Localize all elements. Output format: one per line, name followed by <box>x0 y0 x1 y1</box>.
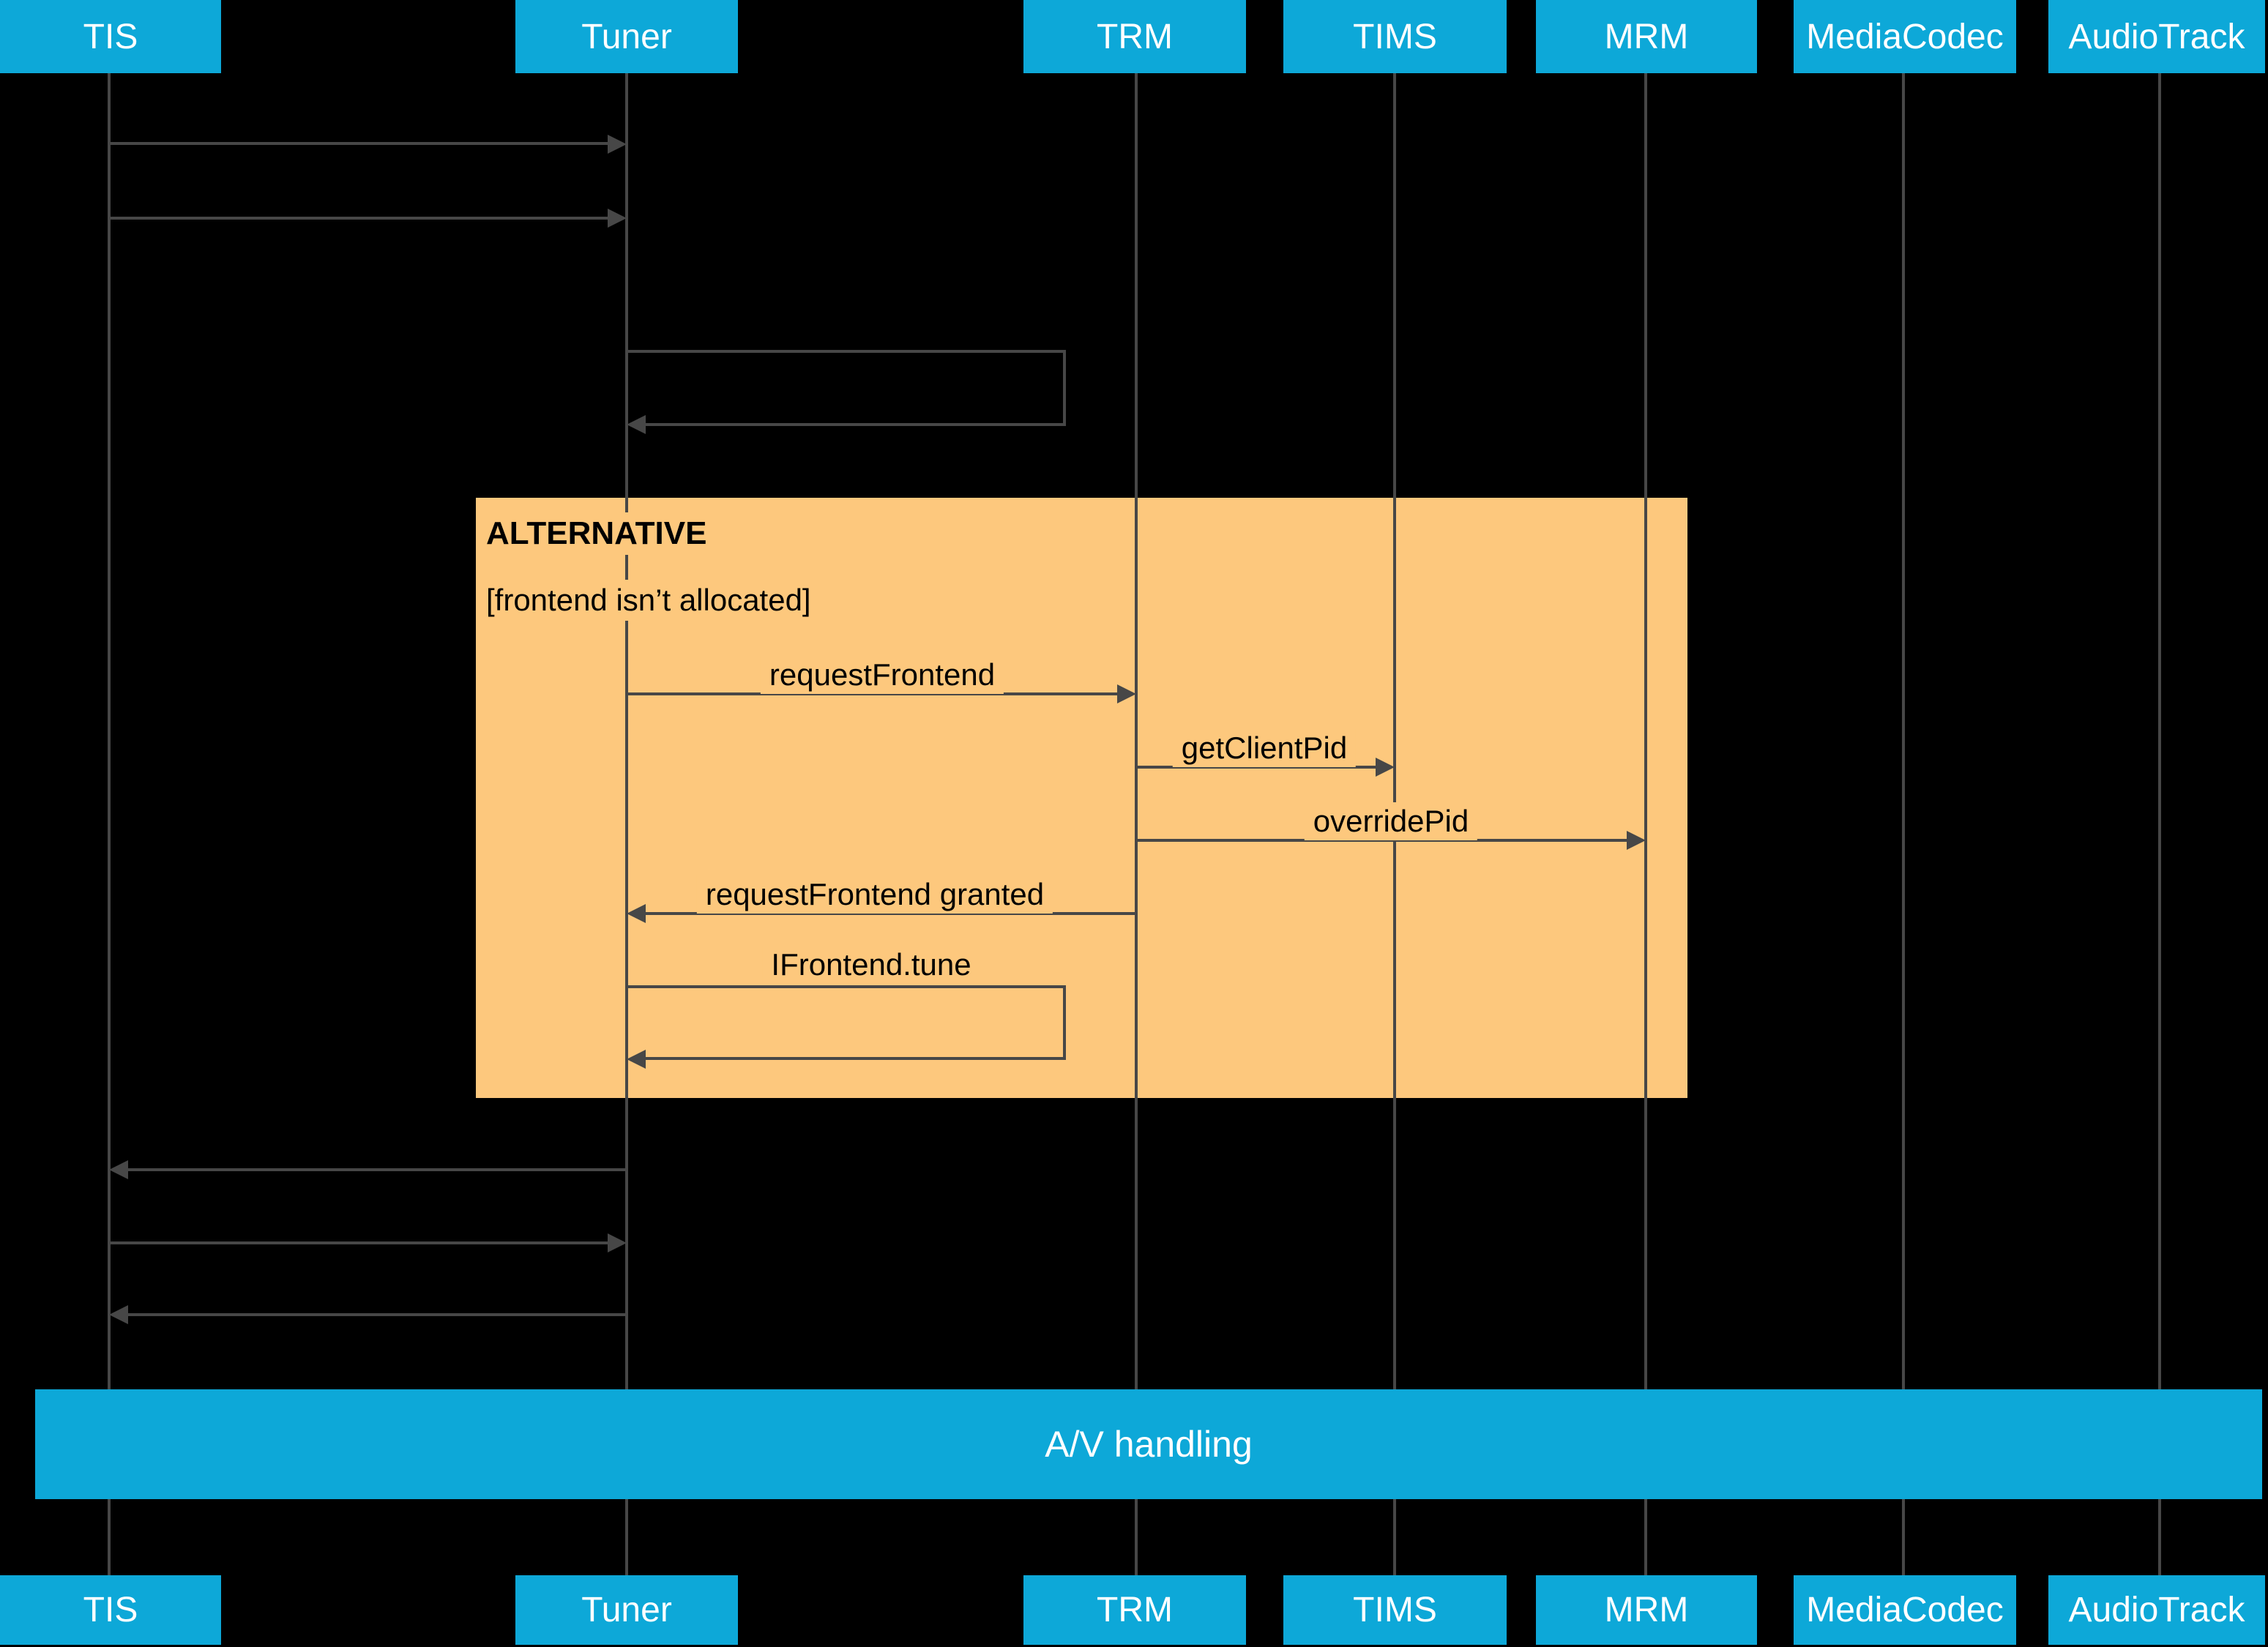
lifeline-trm <box>1135 73 1138 1575</box>
alternative-condition: [frontend isn’t allocated] <box>486 580 818 621</box>
arrowhead-left-icon <box>109 1305 128 1324</box>
participant-top-tuner: Tuner <box>515 0 738 73</box>
message-arrow-get-client-pid <box>1138 766 1376 769</box>
arrowhead-right-icon <box>608 1233 627 1252</box>
lifeline-tuner <box>625 73 628 1575</box>
message-arrow-tis-to-tuner-3 <box>111 1241 608 1244</box>
message-label-request-frontend-granted: requestFrontend granted <box>696 875 1053 914</box>
av-handling-bar: A/V handling <box>35 1389 2262 1499</box>
participant-top-audiotrack: AudioTrack <box>2048 0 2265 73</box>
tuner-self-loop-side <box>1063 350 1066 426</box>
participant-bottom-mediacodec: MediaCodec <box>1794 1575 2016 1645</box>
arrowhead-left-icon <box>627 904 646 923</box>
arrowhead-left-icon <box>627 415 646 434</box>
participant-top-trm: TRM <box>1023 0 1246 73</box>
participant-bottom-audiotrack: AudioTrack <box>2048 1575 2265 1645</box>
alternative-title: ALTERNATIVE <box>486 512 715 555</box>
participant-bottom-tis: TIS <box>0 1575 221 1645</box>
ifrontend-tune-loop-top <box>627 985 1066 988</box>
ifrontend-tune-loop-bottom <box>644 1057 1066 1060</box>
message-arrow-tis-to-tuner-2 <box>111 217 608 220</box>
lifeline-mediacodec <box>1902 73 1905 1575</box>
arrowhead-left-icon <box>109 1160 128 1179</box>
message-label-ifrontend-tune: IFrontend.tune <box>762 946 980 984</box>
participant-bottom-trm: TRM <box>1023 1575 1246 1645</box>
arrowhead-right-icon <box>1117 684 1136 703</box>
participant-bottom-mrm: MRM <box>1536 1575 1757 1645</box>
participant-bottom-tims: TIMS <box>1283 1575 1507 1645</box>
lifeline-mrm <box>1644 73 1647 1575</box>
participant-top-mrm: MRM <box>1536 0 1757 73</box>
participant-top-tis: TIS <box>0 0 221 73</box>
arrowhead-right-icon <box>1376 758 1395 777</box>
tuner-self-loop-top <box>627 350 1066 353</box>
lifeline-audiotrack <box>2158 73 2161 1575</box>
arrowhead-right-icon <box>608 209 627 228</box>
participant-top-tims: TIMS <box>1283 0 1507 73</box>
message-arrow-tuner-to-tis-1 <box>127 1168 627 1171</box>
message-label-request-frontend: requestFrontend <box>760 656 1004 694</box>
message-arrow-request-frontend <box>627 692 1117 695</box>
message-label-override-pid: overridePid <box>1304 802 1478 840</box>
message-arrow-override-pid <box>1138 839 1627 842</box>
lifeline-tis <box>108 73 111 1575</box>
ifrontend-tune-loop-side <box>1063 985 1066 1060</box>
arrowhead-left-icon <box>627 1050 646 1069</box>
arrowhead-right-icon <box>1627 831 1646 850</box>
message-arrow-tis-to-tuner-1 <box>111 142 608 145</box>
tuner-self-loop-bottom <box>644 423 1066 426</box>
message-arrow-request-frontend-granted <box>644 912 1138 915</box>
participant-top-mediacodec: MediaCodec <box>1794 0 2016 73</box>
participant-bottom-tuner: Tuner <box>515 1575 738 1645</box>
message-label-get-client-pid: getClientPid <box>1172 729 1357 767</box>
message-arrow-tuner-to-tis-2 <box>127 1313 627 1316</box>
arrowhead-right-icon <box>608 135 627 154</box>
